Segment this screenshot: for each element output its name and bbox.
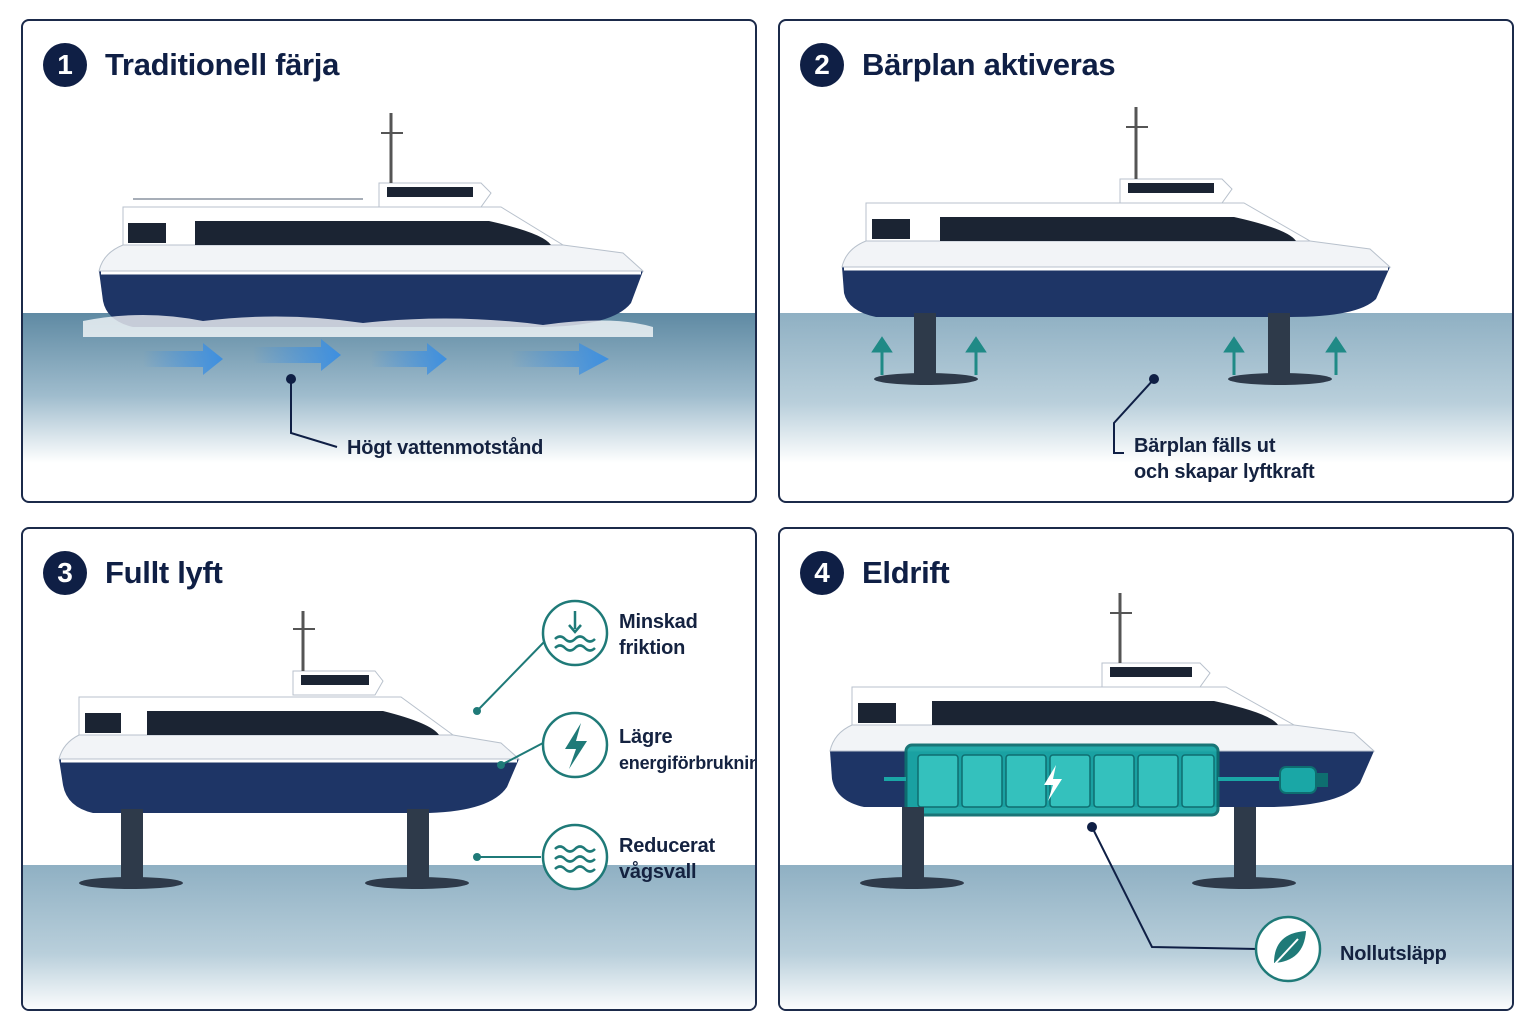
leader-line (1091, 826, 1259, 950)
callout-wake-line2: vågsvall (619, 861, 697, 883)
water-down-arrow-icon (541, 599, 609, 667)
water-resistance-arrows (143, 339, 609, 375)
panel-title: Fullt lyft (105, 555, 223, 590)
foil-lift-label-line1: Bärplan fälls ut (1134, 435, 1276, 457)
callout-wake-line1: Reducerat (619, 835, 716, 857)
bow-wave (83, 315, 653, 337)
panel-full-lift: 3 Fullt lyft Minskad friktion Lägre ener… (21, 527, 757, 1011)
callout-connectors (476, 640, 546, 858)
panel-title: Traditionell färja (105, 47, 340, 82)
lift-arrows (871, 336, 1347, 375)
ferry-ship (98, 113, 645, 327)
lightning-bolt-icon (1044, 765, 1062, 801)
hydrofoil-struts (79, 809, 469, 889)
lightning-bolt-icon (541, 711, 609, 779)
hydrofoil-struts (860, 807, 1296, 889)
step-number: 2 (800, 43, 844, 87)
step-number: 4 (800, 551, 844, 595)
callout-energy-line1: Lägre (619, 726, 673, 748)
callout-friction-line1: Minskad (619, 611, 698, 633)
foil-lift-label-line2: och skapar lyftkraft (1134, 461, 1315, 483)
water-surface (23, 865, 755, 1009)
electric-drive-illustration (780, 593, 1512, 1009)
battery-pack (884, 743, 1280, 817)
panel-title: Eldrift (862, 555, 950, 590)
step-number: 3 (43, 551, 87, 595)
hydrofoil-struts (874, 313, 1332, 385)
waves-icon (541, 823, 609, 891)
traditional-ferry-illustration (23, 113, 755, 463)
foils-activated-illustration (780, 107, 1512, 463)
panel-traditional-ferry: 1 Traditionell färja Högt vattenmotstånd (21, 19, 757, 503)
panel-title: Bärplan aktiveras (862, 47, 1116, 82)
leader-line (290, 379, 338, 448)
callout-friction-line2: friktion (619, 637, 686, 659)
panel-electric-drive: 4 Eldrift Nollutsläpp (778, 527, 1514, 1011)
panel-foils-activated: 2 Bärplan aktiveras Bärplan fälls ut och… (778, 19, 1514, 503)
zero-emission-label: Nollutsläpp (1340, 943, 1447, 965)
water-surface (23, 313, 755, 463)
water-resistance-label: Högt vattenmotstånd (347, 437, 544, 459)
leader-line (1113, 378, 1155, 454)
full-lift-illustration (23, 599, 755, 1009)
callout-energy-line2: energiförbrukning (619, 753, 757, 773)
step-number: 1 (43, 43, 87, 87)
ferry-ship (58, 611, 521, 813)
ferry-ship (841, 107, 1392, 317)
leaf-icon (1254, 915, 1322, 983)
electric-motor-icon (1279, 766, 1328, 794)
